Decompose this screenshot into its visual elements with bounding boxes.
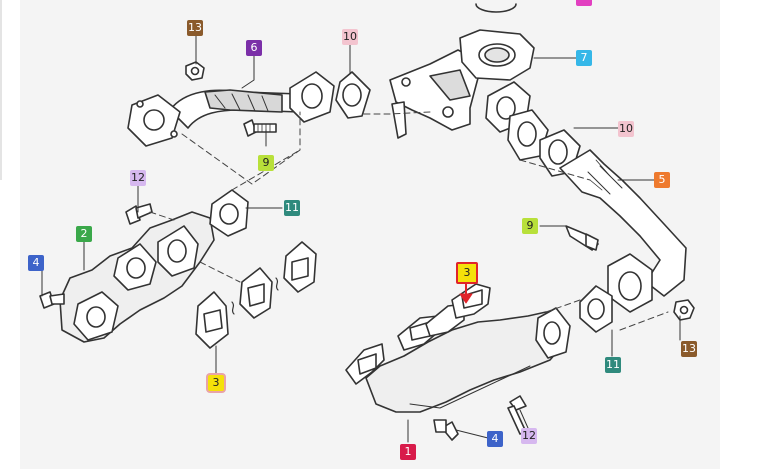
callout-top-edge[interactable] xyxy=(576,0,592,6)
left-edge-marker xyxy=(0,0,2,180)
callout-11-left[interactable]: 11 xyxy=(284,200,300,216)
right-exhaust-pipe xyxy=(485,81,687,313)
callout-13-top[interactable]: 13 xyxy=(187,20,203,36)
diagram-background xyxy=(20,0,720,469)
leader-lines xyxy=(41,35,681,443)
gasket-3-left-set xyxy=(195,241,317,349)
pipe-flange-gasket-left xyxy=(289,71,371,123)
assembly-dash-lines xyxy=(149,111,669,331)
callout-11-right[interactable]: 11 xyxy=(605,357,621,373)
callout-3-left[interactable]: 3 xyxy=(208,375,224,391)
gasket-11-left xyxy=(209,189,249,237)
nut-13-top xyxy=(185,61,205,81)
bolt-9-right xyxy=(565,225,599,251)
callout-13-right[interactable]: 13 xyxy=(681,341,697,357)
turbo-mounting-bracket xyxy=(389,3,535,139)
left-exhaust-pipe xyxy=(127,89,301,147)
bolt-9-top xyxy=(243,119,277,137)
callout-10-top[interactable]: 10 xyxy=(342,29,358,45)
nut-13-right xyxy=(673,299,695,321)
gasket-3-right-set xyxy=(345,283,491,385)
callout-3-selected[interactable]: 3 xyxy=(456,262,478,284)
callout-7[interactable]: 7 xyxy=(576,50,592,66)
callout-9-top[interactable]: 9 xyxy=(258,155,274,171)
gasket-11-right xyxy=(579,285,613,333)
selection-arrowhead xyxy=(459,293,473,304)
callout-1[interactable]: 1 xyxy=(400,444,416,460)
callout-5[interactable]: 5 xyxy=(654,172,670,188)
callout-12-right[interactable]: 12 xyxy=(521,428,537,444)
left-exhaust-manifold xyxy=(39,203,215,343)
callout-4-left[interactable]: 4 xyxy=(28,255,44,271)
callout-4-right[interactable]: 4 xyxy=(487,431,503,447)
callout-2[interactable]: 2 xyxy=(76,226,92,242)
callout-6[interactable]: 6 xyxy=(246,40,262,56)
right-exhaust-manifold xyxy=(365,307,571,441)
callout-10-right[interactable]: 10 xyxy=(618,121,634,137)
callout-9-right[interactable]: 9 xyxy=(522,218,538,234)
callout-12-left[interactable]: 12 xyxy=(130,170,146,186)
